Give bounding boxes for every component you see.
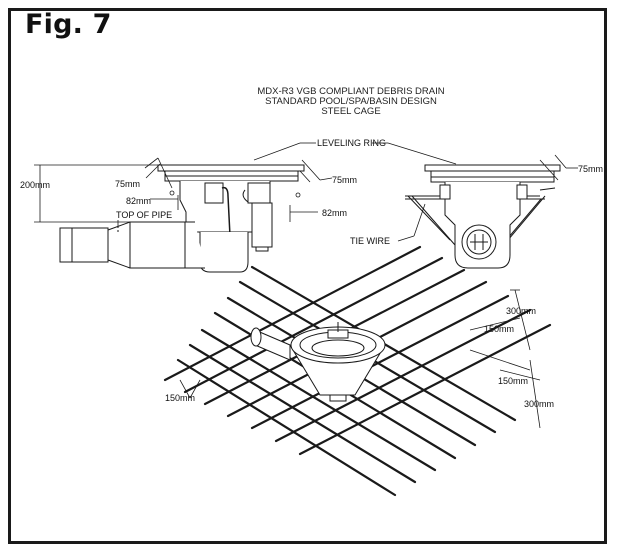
- dimension-label-right-75mm: 75mm: [332, 175, 357, 185]
- leveling-ring-leader: [253, 142, 457, 165]
- front-view-drawing: [405, 164, 561, 269]
- dimension-200mm: [34, 164, 158, 223]
- caption-line-3: STEEL CAGE: [321, 106, 381, 117]
- dimension-left-75-82: [144, 157, 179, 210]
- dimension-label-left-82mm: 82mm: [126, 196, 151, 206]
- dimension-label-grid-150-top: 150mm: [484, 324, 514, 334]
- dimension-label-right-82mm: 82mm: [322, 208, 347, 218]
- dimension-right-75-82: [289, 159, 333, 222]
- dimension-label-grid-150-left: 150mm: [165, 393, 195, 403]
- figure-title: Fig. 7: [25, 9, 112, 40]
- dimension-label-grid-300-right: 300mm: [524, 399, 554, 409]
- dimension-label-left-75mm: 75mm: [115, 179, 140, 189]
- grid-dimension-lines: [179, 289, 541, 429]
- dimension-label-front-75mm: 75mm: [578, 164, 603, 174]
- side-view-drawing: [59, 164, 305, 273]
- caption-line-2: STANDARD POOL/SPA/BASIN DESIGN: [265, 96, 437, 107]
- label-top-of-pipe: TOP OF PIPE: [116, 210, 172, 220]
- dimension-front-75mm: [539, 154, 578, 181]
- label-tie-wire: TIE WIRE: [350, 236, 390, 246]
- dimension-label-200mm: 200mm: [20, 180, 50, 190]
- tie-wire-leader: [397, 203, 426, 242]
- caption-line-1: MDX-R3 VGB COMPLIANT DEBRIS DRAIN: [257, 86, 445, 97]
- isometric-drain: [250, 322, 386, 402]
- label-leveling-ring: LEVELING RING: [317, 138, 386, 148]
- dimension-label-grid-300-top: 300mm: [506, 306, 536, 316]
- dimension-label-grid-150-right: 150mm: [498, 376, 528, 386]
- figure-frame: [8, 8, 607, 544]
